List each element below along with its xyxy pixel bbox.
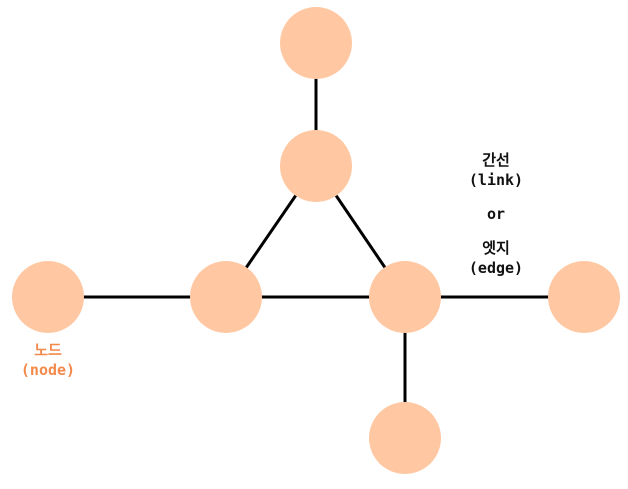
node-center-right (369, 261, 441, 333)
node-center-left (190, 261, 262, 333)
edge-label-or: or (486, 205, 506, 223)
nodes-layer (12, 7, 620, 474)
node-label-korean: 노드 (34, 341, 62, 359)
edge-label: 간선 (link) or 엣지 (edge) (446, 150, 546, 278)
node-upper-center (280, 130, 352, 202)
edge-label-korean-2: 엣지 (482, 239, 510, 257)
node-left (12, 261, 84, 333)
node-right (548, 261, 620, 333)
node-top (280, 7, 352, 79)
node-label: 노드 (node) (0, 340, 96, 380)
edge-label-english-1: (link) (468, 171, 524, 189)
edge-label-korean-1: 간선 (482, 151, 510, 169)
edge-label-english-2: (edge) (468, 259, 524, 277)
node-label-english: (node) (20, 361, 76, 379)
node-bottom (369, 402, 441, 474)
